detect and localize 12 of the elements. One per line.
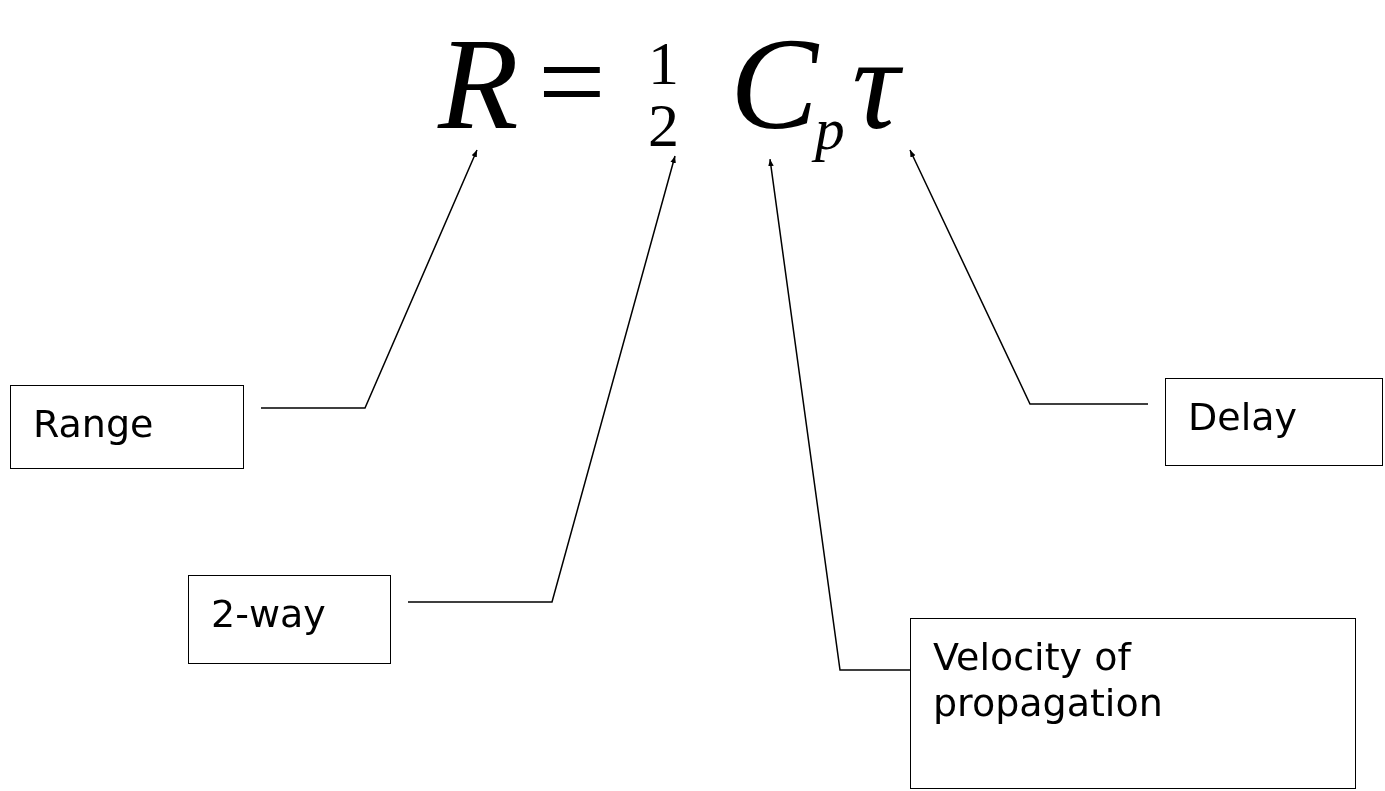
label-box: Delay [1165, 378, 1383, 466]
fraction: 1 2 [648, 32, 679, 156]
equation-symbol: C$_{p}$ [730, 18, 845, 160]
leader-arrow [768, 158, 911, 671]
leader-arrow [909, 149, 1149, 405]
label-box: 2-way [188, 575, 391, 664]
equation-symbol: R [438, 18, 519, 150]
leader-arrow [407, 155, 676, 603]
label-box: Range [10, 385, 244, 469]
label-box: Velocity of propagation [910, 618, 1356, 789]
leader-arrow [260, 149, 478, 409]
equals-sign: = [538, 22, 606, 142]
